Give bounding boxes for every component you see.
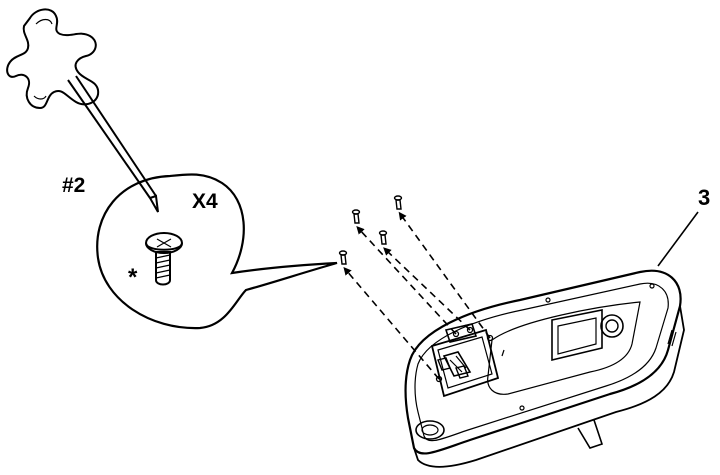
device-back-housing: [404, 269, 685, 468]
mounting-bracket: [430, 323, 500, 398]
guide-arrow: [383, 247, 471, 331]
screw-icon: [338, 250, 348, 265]
guide-arrow: [398, 211, 491, 339]
guide-arrow: [356, 226, 457, 335]
callout-bubble: [96, 173, 338, 330]
screwdriver-icon: [6, 8, 159, 213]
footnote-marker: *: [128, 264, 138, 291]
phillips-screw-icon: [145, 232, 183, 286]
screw-quantity-label: X4: [192, 190, 218, 213]
part-leader-line: [657, 211, 699, 267]
screw-icon: [393, 195, 403, 210]
screw-icon: [351, 209, 361, 224]
screw-icon: [378, 230, 388, 245]
part-number-label: 3: [698, 185, 710, 210]
screwdriver-size-label: #2: [62, 174, 85, 197]
